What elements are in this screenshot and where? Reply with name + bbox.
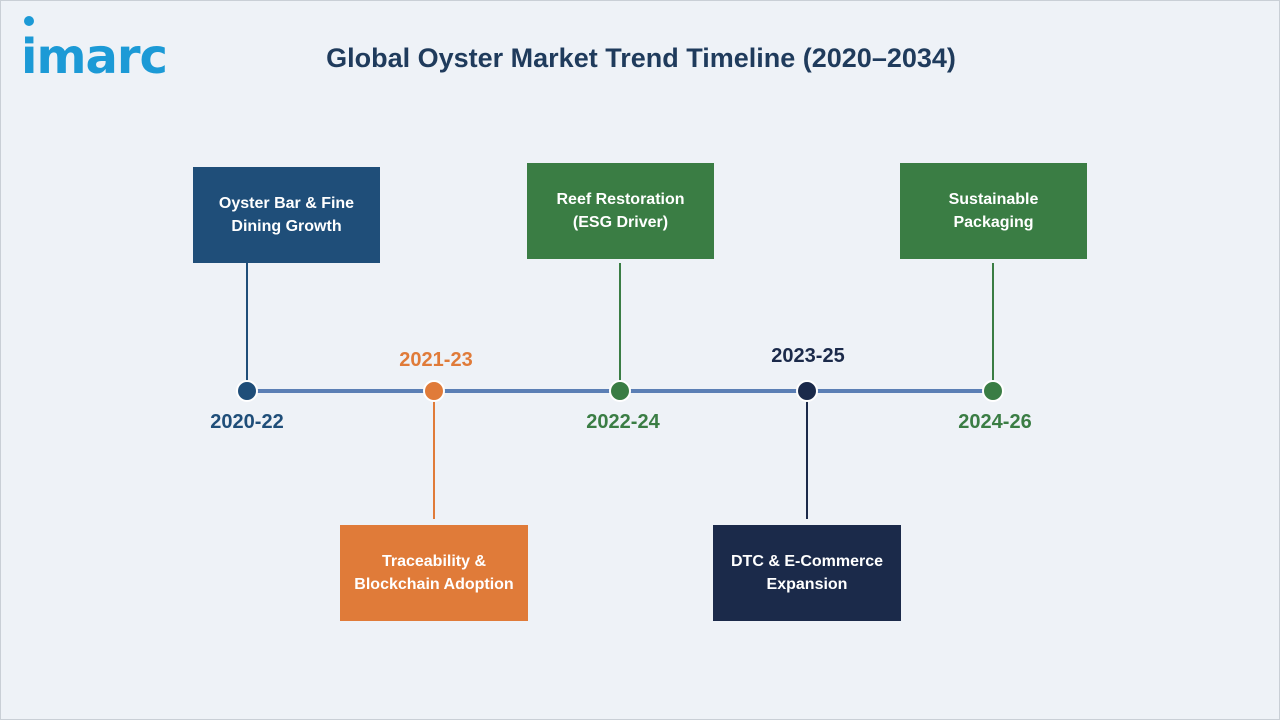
marker-2020-22 [236,380,258,402]
logo-text: imarc [21,29,168,85]
milestone-box-2020-22: Oyster Bar & Fine Dining Growth [193,167,380,263]
milestone-box-2023-25: DTC & E-Commerce Expansion [713,525,901,621]
year-label-2020-22: 2020-22 [210,411,284,433]
marker-2022-24 [609,380,631,402]
year-label-2023-25: 2023-25 [771,345,845,367]
imarc-logo: imarc [21,13,203,81]
milestone-box-2022-24: Reef Restoration (ESG Driver) [527,163,714,259]
year-label-2024-26: 2024-26 [958,411,1032,433]
year-label-2022-24: 2022-24 [586,411,660,433]
marker-2021-23 [423,380,445,402]
logo-dot-icon [24,16,34,26]
marker-2023-25 [796,380,818,402]
page-title: Global Oyster Market Trend Timeline (202… [326,43,956,73]
year-label-2021-23: 2021-23 [399,349,473,371]
milestone-box-2021-23: Traceability & Blockchain Adoption [340,525,528,621]
marker-2024-26 [982,380,1004,402]
milestone-box-2024-26: Sustainable Packaging [900,163,1087,259]
